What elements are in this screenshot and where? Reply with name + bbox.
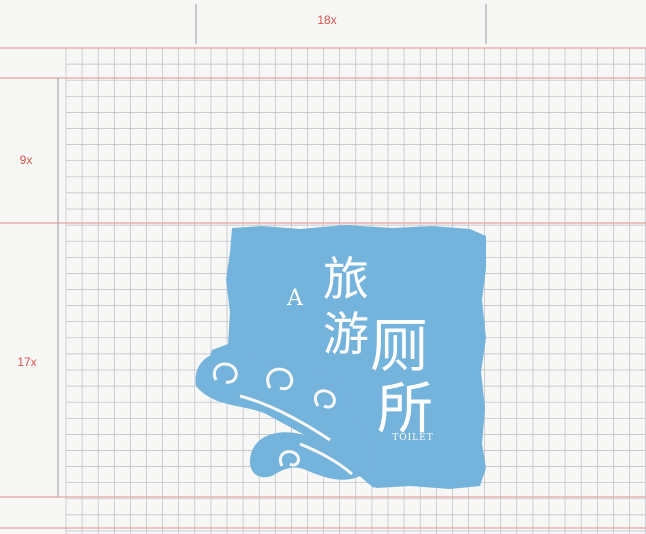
sign-char-ce: 厕 bbox=[370, 312, 428, 380]
sign-char-you: 游 bbox=[323, 307, 369, 361]
swirl-curl-3 bbox=[313, 389, 336, 409]
sign-char-lv: 旅 bbox=[323, 252, 369, 306]
sign-char-suo: 所 bbox=[377, 377, 433, 442]
sign-letter-a: A bbox=[286, 286, 304, 311]
sign-subtitle-toilet: TOILET bbox=[392, 433, 434, 443]
dimension-markers bbox=[57, 4, 487, 497]
sign-blue-shape bbox=[210, 225, 486, 489]
swirl-flow-2 bbox=[299, 442, 353, 476]
cloud-swirl-large bbox=[195, 351, 376, 488]
swirl-curl-1 bbox=[213, 362, 238, 384]
bottom-height-dimension-label: 17x bbox=[17, 355, 36, 369]
toilet-sign-logo: A 旅 游 厕 所 TOILET bbox=[195, 225, 486, 489]
guide-lines bbox=[0, 47, 646, 529]
swirl-flow-1 bbox=[239, 394, 331, 442]
swirl-curl-2 bbox=[266, 367, 294, 391]
cloud-swirls bbox=[195, 351, 376, 488]
width-dimension-label: 18x bbox=[317, 13, 336, 27]
swirl-curl-4 bbox=[279, 450, 300, 467]
cloud-swirl-lower bbox=[250, 432, 360, 480]
cloud-swirl-details bbox=[213, 362, 353, 476]
top-height-dimension-label: 9x bbox=[20, 153, 33, 167]
